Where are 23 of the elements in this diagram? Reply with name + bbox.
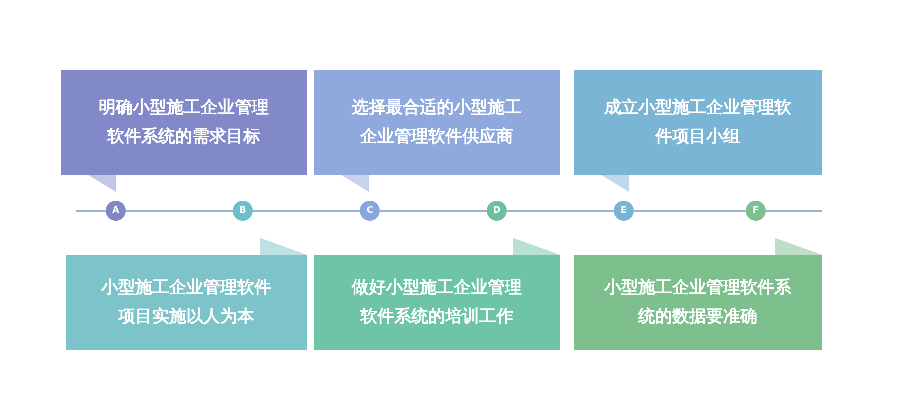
step-text: 小型施工企业管理软件系统的数据要准确 [604,276,792,328]
step-text: 小型施工企业管理软件项目实施以人为本 [100,276,272,328]
callout-box [314,255,560,350]
step-text: 明确小型施工企业管理软件系统的需求目标 [98,96,270,148]
step-text: 选择最合适的小型施工企业管理软件供应商 [351,96,523,148]
timeline-marker: C [360,201,380,221]
timeline-marker: D [487,201,507,221]
callout-box [61,70,307,175]
timeline-line [634,210,746,212]
timeline-marker: F [746,201,766,221]
timeline-line [126,210,233,212]
timeline-marker: B [233,201,253,221]
timeline-line [253,210,360,212]
callout-box [66,255,307,350]
callout-box [574,70,822,175]
step-text: 成立小型施工企业管理软件项目小组 [604,96,792,148]
timeline-line [380,210,487,212]
callout-box [574,255,822,350]
timeline-marker: A [106,201,126,221]
timeline-marker: E [614,201,634,221]
timeline-line [507,210,614,212]
callout-box [314,70,560,175]
step-text: 做好小型施工企业管理软件系统的培训工作 [350,276,523,328]
